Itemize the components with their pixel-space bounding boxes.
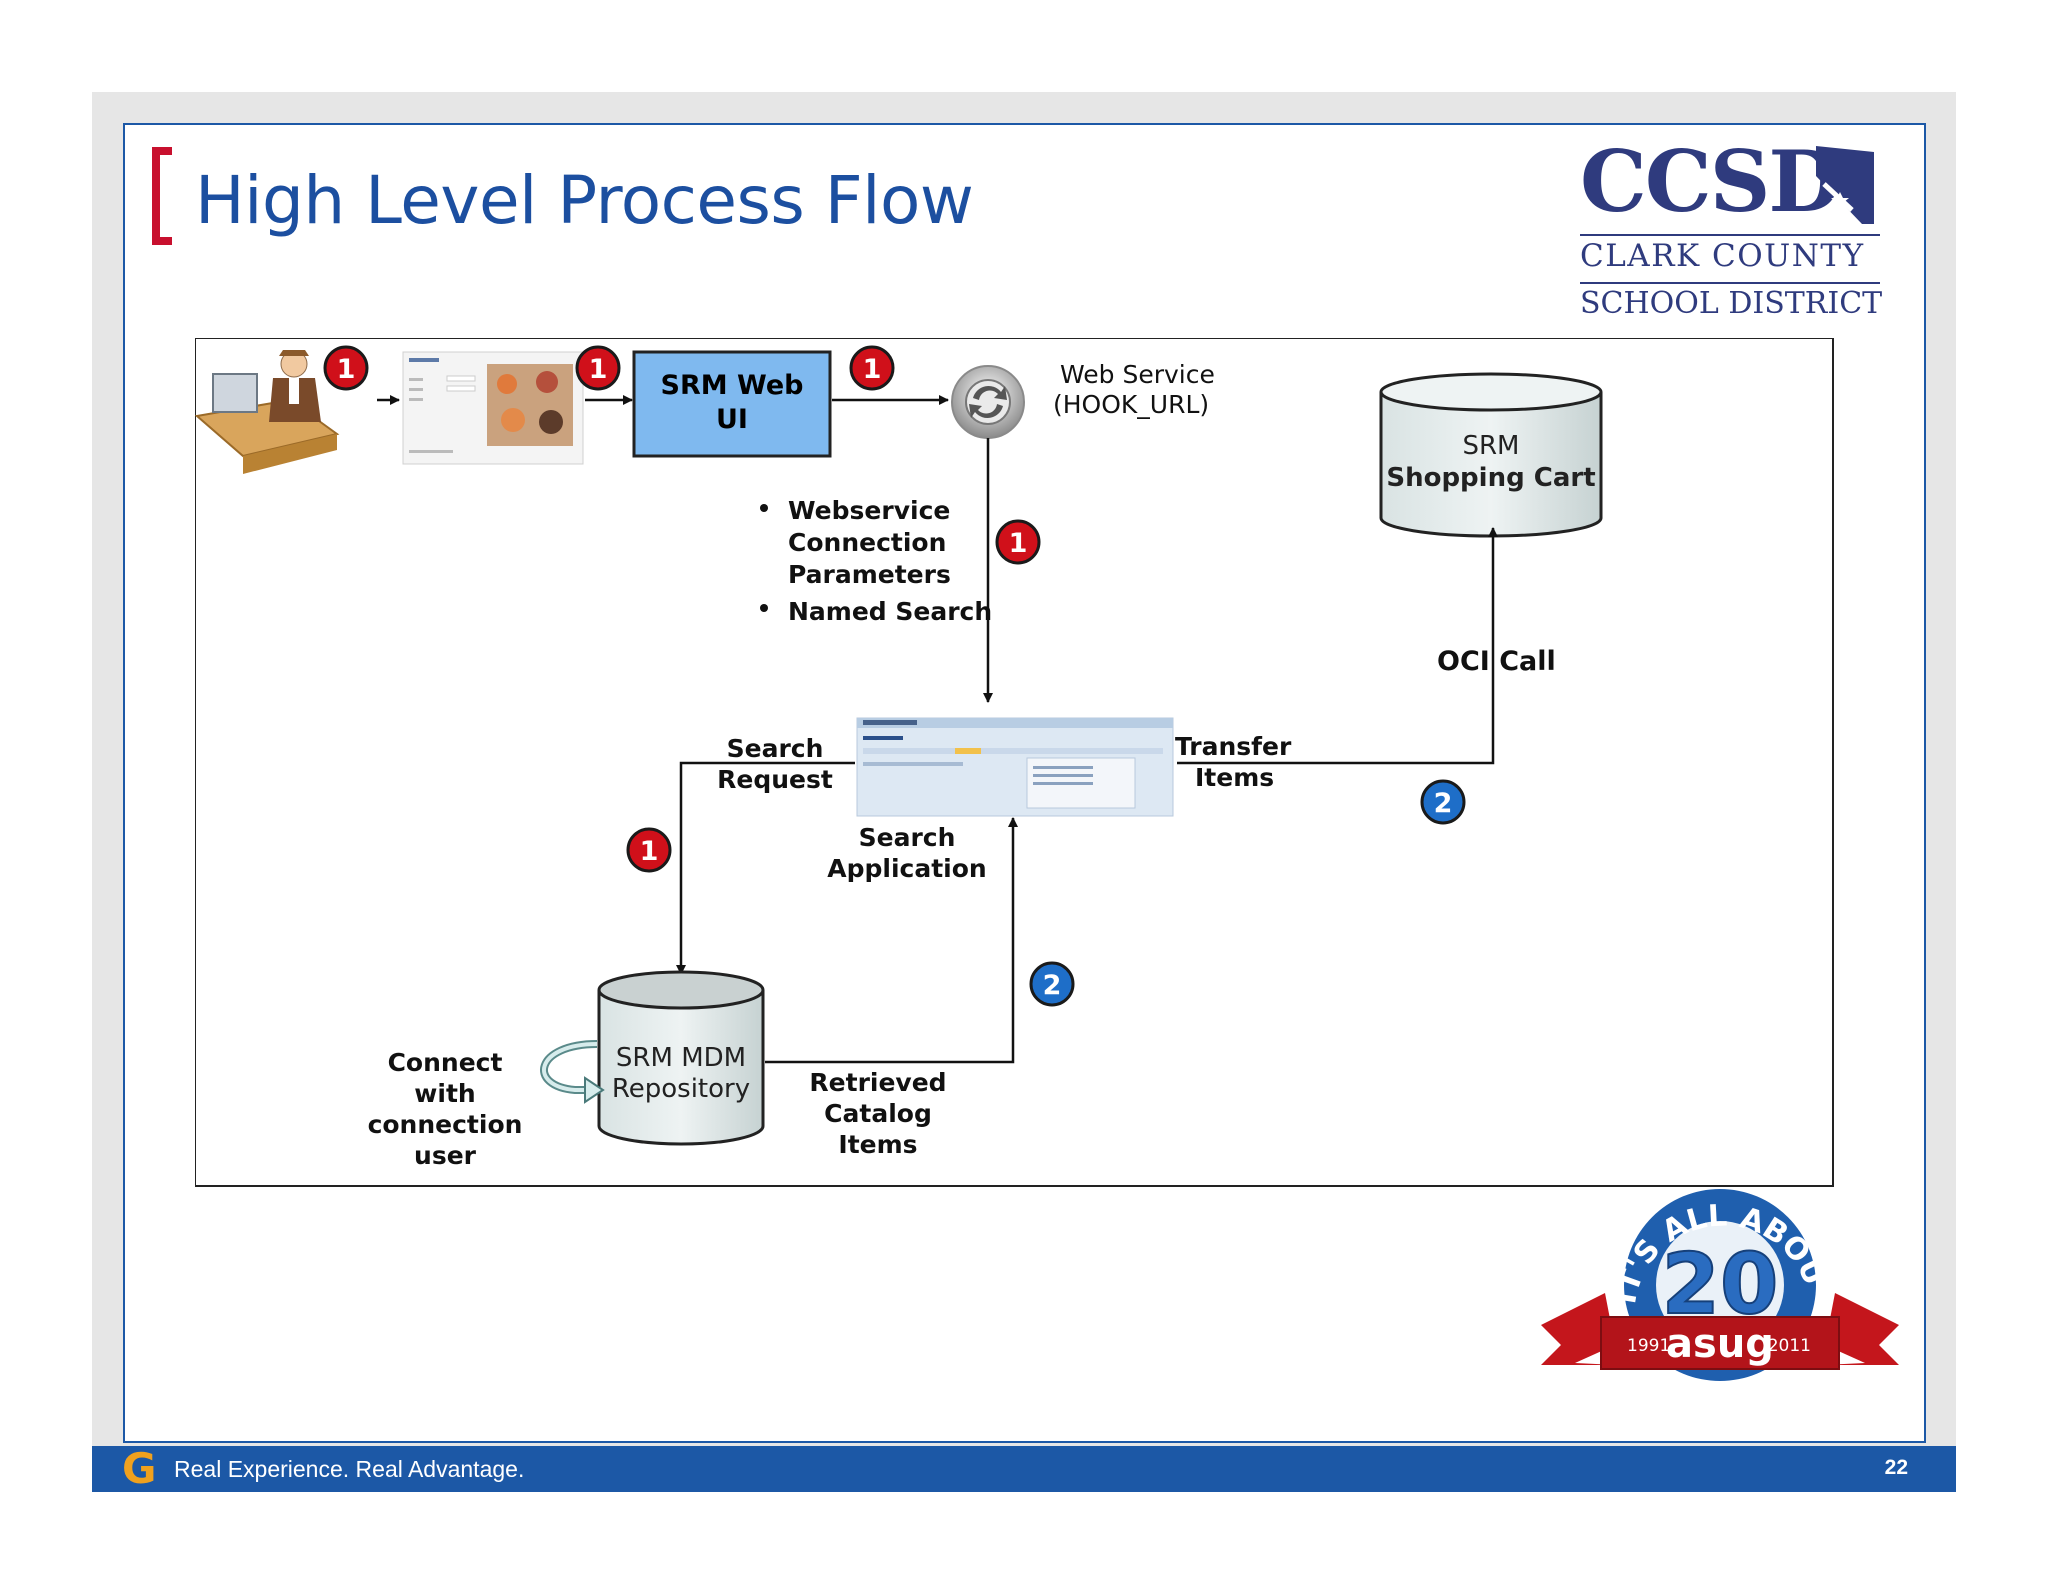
step-1-badge: 1 xyxy=(849,345,895,391)
arrow-search-request-to-mdm xyxy=(676,761,855,975)
srm-web-ui-box xyxy=(632,350,832,458)
search-application-thumbnail xyxy=(856,717,1174,817)
ccsd-logo-line2: SCHOOL DISTRICT xyxy=(1580,286,1883,321)
svg-text:1: 1 xyxy=(640,836,659,867)
retrieved-label-1: Retrieved xyxy=(809,1068,946,1097)
connect-label-3: connection xyxy=(368,1110,523,1139)
badge-year-start: 1991 xyxy=(1627,1336,1670,1356)
asug-g-logo: G xyxy=(122,1444,157,1493)
shopping-cart-label-2: Shopping Cart xyxy=(1386,463,1595,493)
retrieved-label-2: Catalog xyxy=(824,1099,932,1128)
badge-year-end: 2011 xyxy=(1768,1336,1811,1356)
bullet-named-search: Named Search xyxy=(788,597,992,626)
retrieved-label-3: Items xyxy=(838,1130,917,1159)
slide-title: High Level Process Flow xyxy=(195,162,974,239)
nevada-map-icon xyxy=(1816,146,1874,224)
search-application-label-2: Application xyxy=(827,854,986,883)
transfer-items-label-1: Transfer xyxy=(1175,732,1292,761)
svg-text:1: 1 xyxy=(589,354,608,385)
login-page-thumbnail xyxy=(402,351,584,465)
logo-rule-bottom xyxy=(1580,282,1880,284)
user-computer-icon xyxy=(195,350,340,474)
step-2-badge: 2 xyxy=(1420,779,1466,825)
mdm-label-1: SRM MDM xyxy=(616,1043,746,1073)
arrow-transfer-to-cart xyxy=(1177,527,1498,765)
svg-text:1: 1 xyxy=(1009,528,1028,559)
step-1-badge: 1 xyxy=(995,519,1041,565)
bullet-dot xyxy=(760,504,768,512)
ribbon-left xyxy=(1541,1293,1617,1365)
step-1-badge: 1 xyxy=(575,345,621,391)
svg-text:2: 2 xyxy=(1434,788,1453,819)
loop-arrow-icon xyxy=(540,1040,605,1104)
footer-tagline: Real Experience. Real Advantage. xyxy=(174,1456,525,1482)
ccsd-logo-acronym: CCSD xyxy=(1580,132,1841,231)
transfer-items-label-2: Items xyxy=(1195,763,1274,792)
hook-url-label: (HOOK_URL) xyxy=(1053,390,1209,419)
asug-anniversary-badge: IT'S ALL ABOUT YOU 20 1991 asug 2011 xyxy=(1535,1185,1899,1381)
svg-text:1: 1 xyxy=(863,354,882,385)
connect-label-4: user xyxy=(414,1141,477,1170)
svg-text:1: 1 xyxy=(337,354,356,385)
step-2-badge: 2 xyxy=(1029,961,1075,1007)
oci-call-label: OCI Call xyxy=(1437,646,1556,677)
search-application-label-1: Search xyxy=(859,823,956,852)
page-number: 22 xyxy=(1884,1456,1908,1479)
bullet-dot xyxy=(760,604,768,612)
logo-rule-top xyxy=(1580,234,1880,236)
ccsd-logo-line1: CLARK COUNTY xyxy=(1580,238,1865,274)
connect-label-2: with xyxy=(414,1079,475,1108)
connect-label-1: Connect xyxy=(388,1048,503,1077)
shopping-cart-label-1: SRM xyxy=(1462,431,1519,461)
mdm-label-2: Repository xyxy=(612,1074,750,1104)
step-1-badge: 1 xyxy=(323,345,369,391)
arrow-mdm-to-search-app xyxy=(765,817,1018,1064)
ccsd-logo: CCSD CLARK COUNTY SCHOOL DISTRICT xyxy=(1580,132,1883,330)
svg-text:2: 2 xyxy=(1043,970,1062,1001)
title-bracket xyxy=(152,147,172,245)
bullet-webservice: Webservice xyxy=(788,496,950,525)
ribbon-right xyxy=(1823,1293,1899,1365)
search-request-label-2: Request xyxy=(717,765,833,794)
bullet-parameters: Parameters xyxy=(788,560,951,589)
badge-brand: asug xyxy=(1666,1321,1774,1367)
web-service-label: Web Service xyxy=(1060,360,1215,389)
footer-bar: G Real Experience. Real Advantage. 22 xyxy=(92,1446,1956,1492)
bullet-connection: Connection xyxy=(788,528,946,557)
search-request-label-1: Search xyxy=(727,734,824,763)
badge-banner xyxy=(1600,1316,1840,1370)
web-service-gear-icon xyxy=(951,365,1025,439)
srm-mdm-repository-cylinder xyxy=(597,970,765,1146)
step-1-badge: 1 xyxy=(626,827,672,873)
